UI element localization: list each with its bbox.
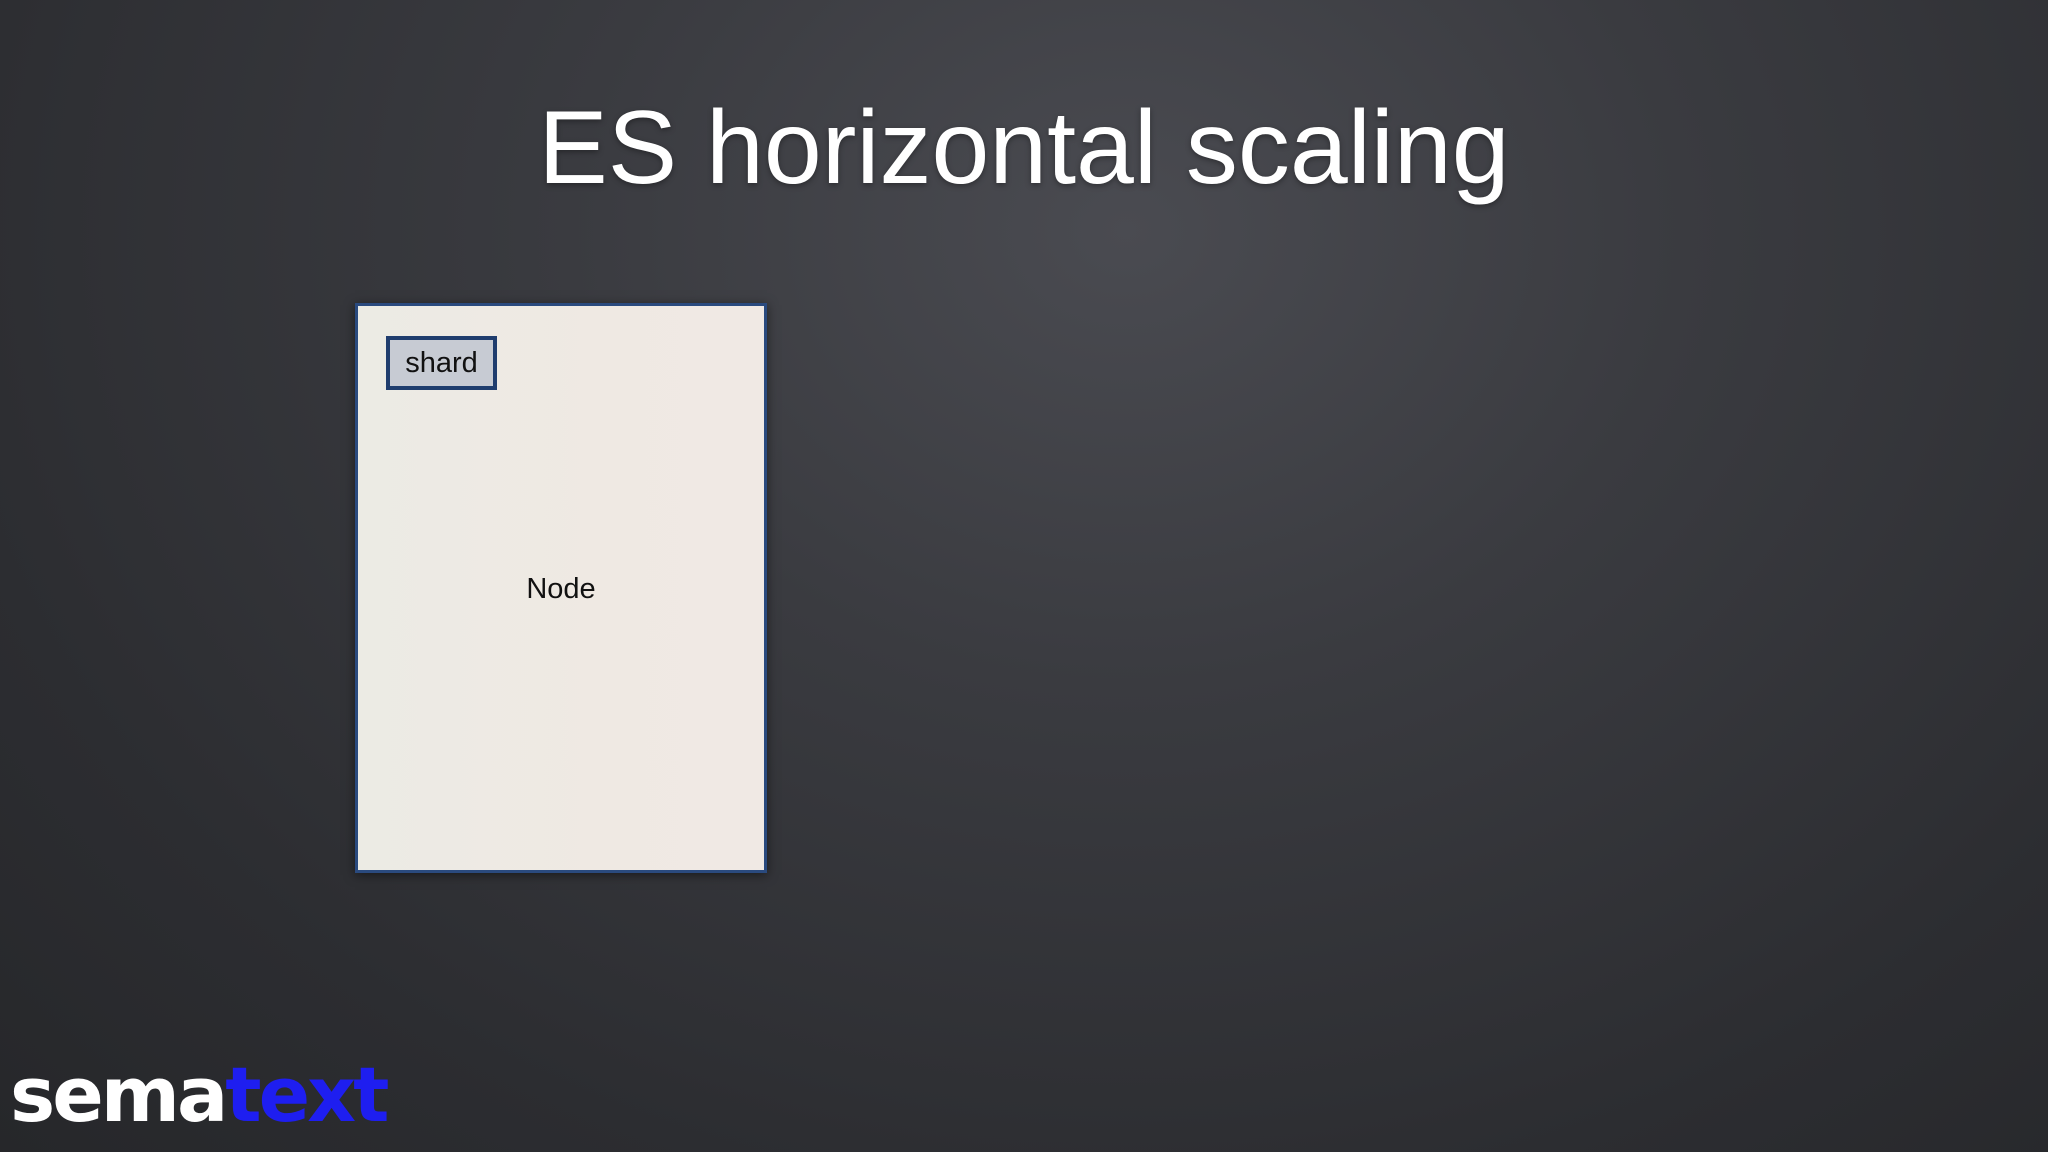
slide-title: ES horizontal scaling [538, 90, 1510, 206]
shard-label: shard [405, 346, 478, 379]
logo-part-sema: sema [10, 1050, 228, 1139]
logo-part-text: text [225, 1050, 389, 1139]
node-box: shard Node [355, 303, 767, 873]
shard-box: shard [386, 336, 497, 390]
sematext-logo: sematext [10, 1050, 390, 1140]
node-label: Node [526, 573, 596, 605]
